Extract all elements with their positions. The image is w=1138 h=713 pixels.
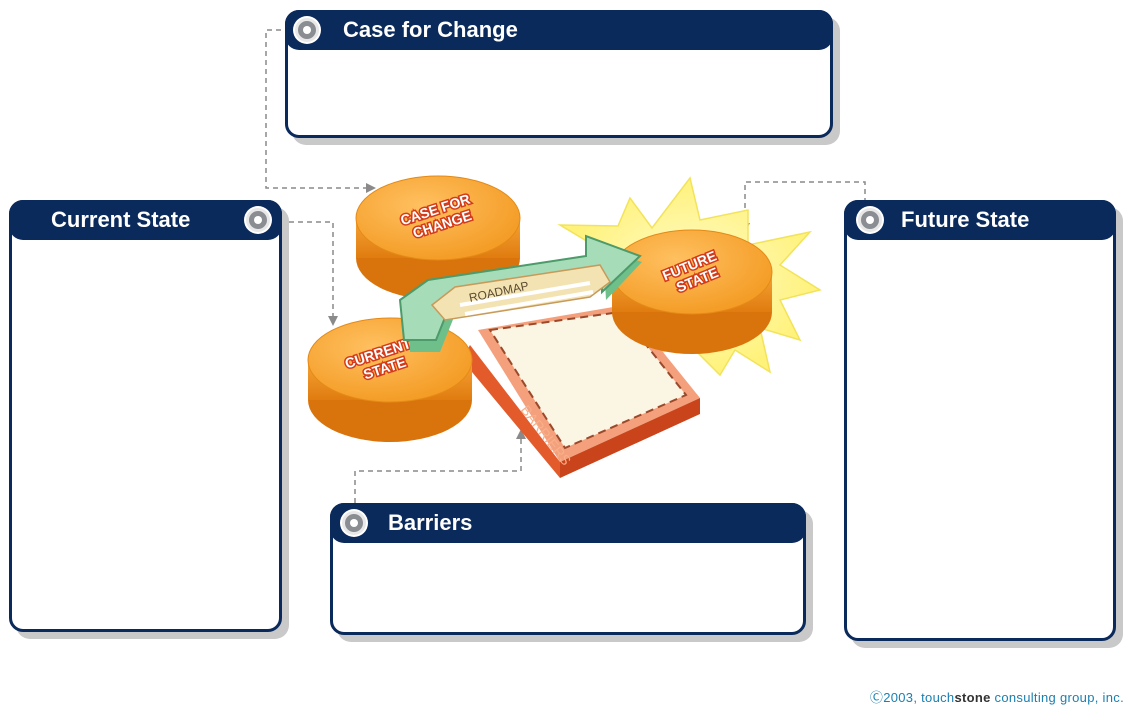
bullet-icon (858, 208, 882, 232)
future-state-title: Future State (901, 207, 1030, 232)
roadmap-arrow: ROADMAP (398, 234, 642, 352)
case-for-change-header: Case for Change (285, 10, 833, 50)
copyright-prefix: Ⓒ2003, touch (869, 690, 955, 705)
bullet-icon (246, 208, 270, 232)
case-for-change-panel: Case for Change (285, 10, 833, 138)
case-for-change-title: Case for Change (343, 17, 518, 42)
disk-future-state: FUTURE STATE (611, 229, 773, 354)
barriers-header: Barriers (330, 503, 806, 543)
future-state-header: Future State (844, 200, 1116, 240)
current-state-panel: Current State (9, 200, 282, 632)
copyright-suffix: consulting group, inc. (990, 690, 1124, 705)
current-state-title: Current State (51, 207, 191, 232)
future-state-panel: Future State (844, 200, 1116, 641)
bullet-icon (342, 511, 366, 535)
disk-current-state: CURRENT STATE (307, 317, 473, 442)
barriers-title: Barriers (388, 510, 473, 535)
bullet-icon (295, 18, 319, 42)
copyright-brand-bold: stone (954, 690, 991, 705)
barriers-panel: Barriers (330, 503, 806, 635)
copyright-notice: Ⓒ2003, touchstone consulting group, inc. (870, 687, 1124, 706)
connector-lines (265, 29, 866, 512)
current-state-header: Current State (9, 200, 282, 240)
